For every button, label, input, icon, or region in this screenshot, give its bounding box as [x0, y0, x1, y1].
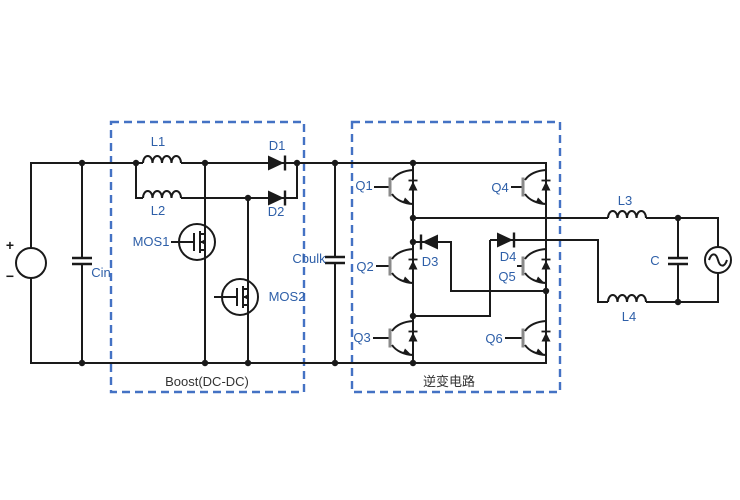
label-mos2: MOS2 [269, 289, 306, 304]
label-l4: L4 [622, 309, 636, 324]
junction-dot [331, 359, 339, 367]
diode-d3 [419, 233, 440, 251]
junction-dot [409, 359, 417, 367]
ac-source [704, 246, 732, 274]
capacitor-cin [70, 256, 94, 266]
junction-dot [674, 298, 682, 306]
dc-source-minus-sign: − [6, 268, 14, 284]
inductor-l1 [142, 155, 182, 164]
label-q4: Q4 [491, 180, 508, 195]
junction-dot [78, 359, 86, 367]
label-d3: D3 [422, 254, 439, 269]
dc-source-plus-sign: + [6, 237, 14, 253]
inductor-l4 [607, 294, 647, 303]
label-l3: L3 [618, 193, 632, 208]
circuit-wiring [30, 162, 719, 364]
label-cbulk: Cbulk [292, 251, 326, 266]
label-q5: Q5 [498, 269, 515, 284]
junction-dot [244, 359, 252, 367]
label-l2: L2 [151, 203, 165, 218]
label-d1: D1 [269, 138, 286, 153]
inductor-l2 [142, 190, 182, 199]
junction-dot [409, 312, 417, 320]
label-c: C [650, 253, 659, 268]
junction-dot [293, 159, 301, 167]
boost-section-caption: Boost(DC-DC) [165, 374, 249, 389]
label-cin: Cin [91, 265, 111, 280]
label-l1: L1 [151, 134, 165, 149]
junction-dot [331, 159, 339, 167]
label-q6: Q6 [485, 331, 502, 346]
junction-dot [78, 159, 86, 167]
label-q2: Q2 [356, 259, 373, 274]
junction-dot [201, 159, 209, 167]
sine-wave-icon [708, 253, 728, 267]
inductor-l3 [607, 210, 647, 219]
junction-dot [542, 287, 550, 295]
capacitor-c [666, 256, 690, 266]
junction-dot [201, 359, 209, 367]
label-mos1: MOS1 [133, 234, 170, 249]
label-q3: Q3 [353, 330, 370, 345]
junction-dot [409, 238, 417, 246]
diode-d1 [266, 154, 287, 172]
boost-region-box [109, 120, 306, 394]
junction-dot [244, 194, 252, 202]
inverter-section-caption: 逆变电路 [423, 374, 475, 389]
mosfet-mos2 [213, 278, 259, 316]
inverter-region-box [350, 120, 562, 394]
junction-dot [409, 214, 417, 222]
diode-d4 [495, 231, 516, 249]
label-d2: D2 [268, 204, 285, 219]
junction-dot [132, 159, 140, 167]
capacitor-cbulk [323, 255, 347, 265]
dc-source [15, 247, 47, 279]
label-q1: Q1 [355, 178, 372, 193]
mosfet-mos1 [170, 223, 216, 261]
label-d4: D4 [500, 249, 517, 264]
junction-dot [409, 159, 417, 167]
junction-dot [674, 214, 682, 222]
